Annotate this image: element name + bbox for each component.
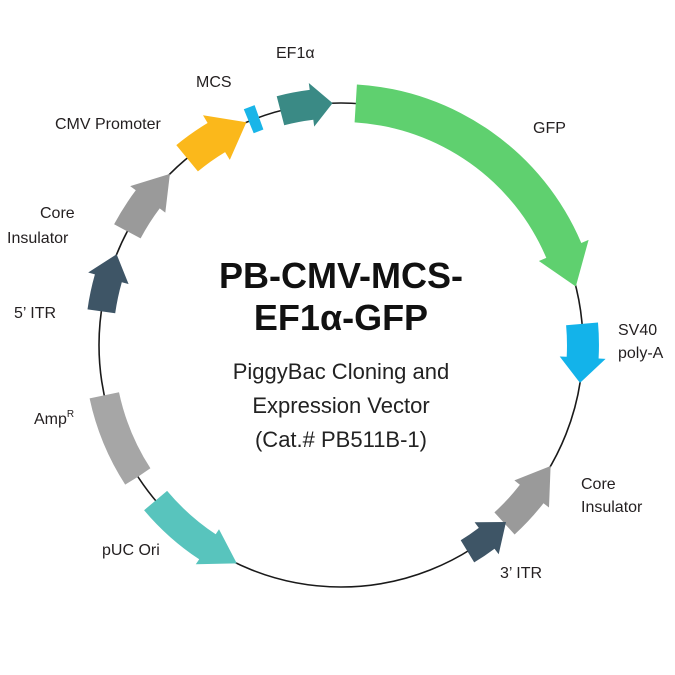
- feature-arrow-gfp: [354, 84, 589, 287]
- feature-arrow-mcs: [243, 105, 264, 134]
- feature-arrow-sv40: [559, 322, 606, 383]
- feature-arrow-cmv-promoter: [176, 115, 247, 172]
- subtitle-line-1: PiggyBac Cloning and: [233, 359, 449, 384]
- feature-arrow-3-itr: [460, 522, 506, 563]
- feature-arrow-puc-ori: [144, 490, 237, 565]
- feature-arrow-ef1a: [276, 83, 333, 127]
- feature-arrow-core-insulator-right: [494, 466, 551, 535]
- label-gfp: GFP: [533, 120, 566, 137]
- title-line-2: EF1α-GFP: [254, 297, 428, 338]
- label-mcs: MCS: [196, 74, 232, 91]
- feature-arrow-ampr: [89, 392, 151, 485]
- title-line-1: PB-CMV-MCS-: [219, 255, 463, 296]
- label-core-insulator-right-line-2: Insulator: [581, 499, 643, 516]
- label-sv40-line-1: SV40: [618, 322, 657, 339]
- feature-arrow-5-itr: [87, 254, 129, 314]
- label-cmv-promoter: CMV Promoter: [55, 116, 161, 133]
- label-puc-ori: pUC Ori: [102, 542, 160, 559]
- label-5-itr: 5’ ITR: [14, 305, 56, 322]
- subtitle-line-3: (Cat.# PB511B-1): [255, 427, 427, 452]
- label-ampr-superscript: R: [67, 409, 74, 420]
- feature-arrow-core-insulator-left: [114, 173, 170, 239]
- label-ef1a: EF1α: [276, 45, 315, 62]
- label-ampr-main: Amp: [34, 411, 67, 428]
- subtitle-line-2: Expression Vector: [252, 393, 429, 418]
- label-ampr: AmpR: [34, 409, 74, 428]
- label-core-insulator-left-line-1: Core: [40, 205, 75, 222]
- label-3-itr: 3’ ITR: [500, 565, 542, 582]
- label-core-insulator-left-line-2: Insulator: [7, 230, 69, 247]
- label-sv40-line-2: poly-A: [618, 345, 664, 362]
- label-core-insulator-right-line-1: Core: [581, 476, 616, 493]
